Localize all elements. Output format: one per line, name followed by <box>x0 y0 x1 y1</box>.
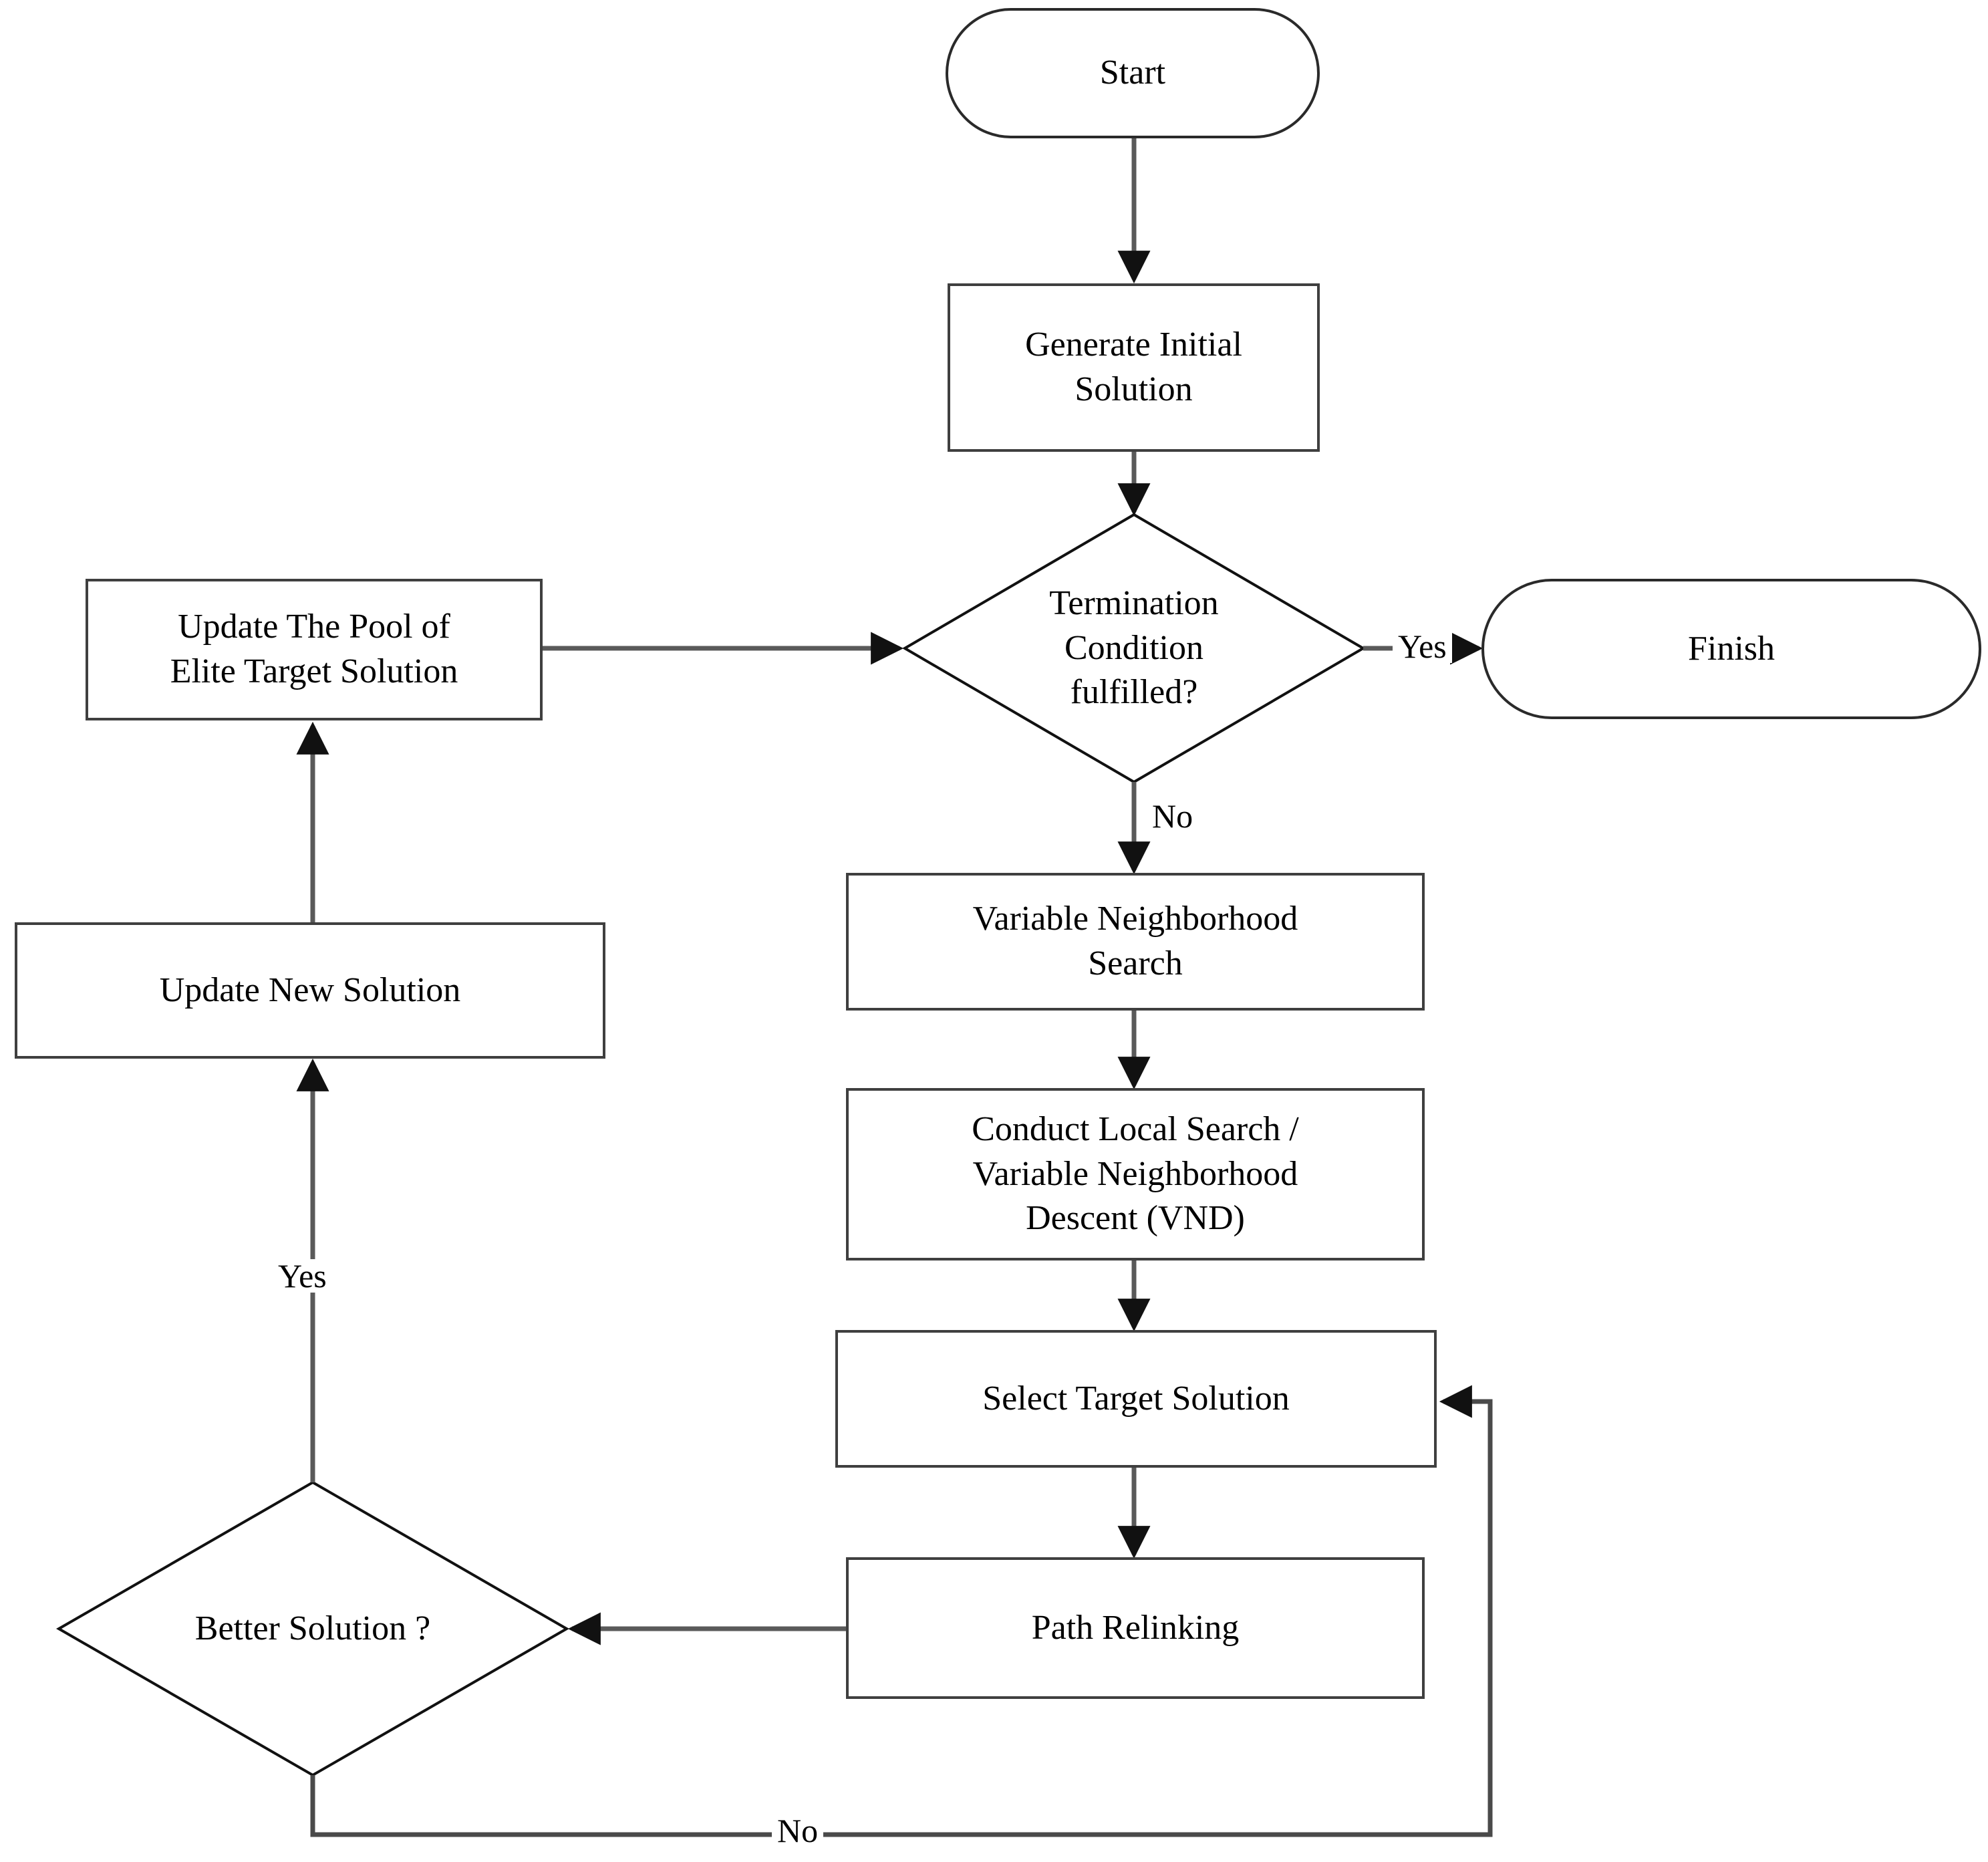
edge-label-better-solution-yes-text: Yes <box>278 1257 327 1295</box>
node-start[interactable]: Start <box>946 8 1320 138</box>
node-select-target-solution-label: Select Target Solution <box>982 1379 1290 1418</box>
node-start-label: Start <box>1099 53 1166 92</box>
node-path-relinking-label: Path Relinking <box>1031 1608 1240 1647</box>
node-termination-condition-line2: Condition <box>1064 628 1203 667</box>
node-variable-neighborhood-search[interactable]: Variable Neighborhood Search <box>846 873 1425 1011</box>
node-better-solution[interactable]: Better Solution ? <box>59 1482 567 1775</box>
node-conduct-local-search-vnd[interactable]: Conduct Local Search / Variable Neighbor… <box>846 1088 1425 1260</box>
edge-label-better-solution-no: No <box>772 1812 824 1849</box>
node-update-new-solution[interactable]: Update New Solution <box>15 922 605 1059</box>
node-generate-initial-solution[interactable]: Generate Initial Solution <box>948 283 1320 452</box>
node-better-solution-label: Better Solution ? <box>194 1609 431 1647</box>
edge-label-termination-yes: Yes <box>1393 630 1452 663</box>
node-termination-condition[interactable]: Termination Condition fulfilled? <box>905 515 1363 782</box>
node-generate-initial-solution-line1: Generate Initial <box>1025 325 1242 364</box>
edge-better-solution-no-loop <box>310 1385 1493 1837</box>
node-path-relinking[interactable]: Path Relinking <box>846 1557 1425 1699</box>
node-finish-label: Finish <box>1687 629 1776 668</box>
node-select-target-solution[interactable]: Select Target Solution <box>835 1330 1437 1468</box>
node-finish[interactable]: Finish <box>1481 579 1981 719</box>
edge-label-termination-yes-text: Yes <box>1398 628 1447 665</box>
edge-label-better-solution-no-text: No <box>777 1812 819 1849</box>
node-termination-condition-line1: Termination <box>1049 584 1219 623</box>
edge-label-termination-no: No <box>1147 797 1199 835</box>
node-generate-initial-solution-line2: Solution <box>1075 370 1193 408</box>
node-vnd-line1: Conduct Local Search / <box>972 1110 1299 1149</box>
node-vnd-line3: Descent (VND) <box>1026 1199 1245 1238</box>
node-update-pool-line1: Update The Pool of <box>178 608 450 646</box>
node-vns-line2: Search <box>1088 944 1183 982</box>
node-update-pool-line2: Elite Target Solution <box>170 652 458 690</box>
node-update-new-solution-label: Update New Solution <box>159 970 461 1009</box>
node-termination-condition-line3: fulfilled? <box>1070 673 1198 712</box>
node-vns-line1: Variable Neighborhood <box>972 900 1298 938</box>
edge-label-termination-no-text: No <box>1152 797 1193 835</box>
node-vnd-line2: Variable Neighborhood <box>972 1154 1298 1193</box>
node-update-pool-elite-target-solution[interactable]: Update The Pool of Elite Target Solution <box>86 579 543 720</box>
edge-label-better-solution-yes: Yes <box>273 1259 332 1293</box>
